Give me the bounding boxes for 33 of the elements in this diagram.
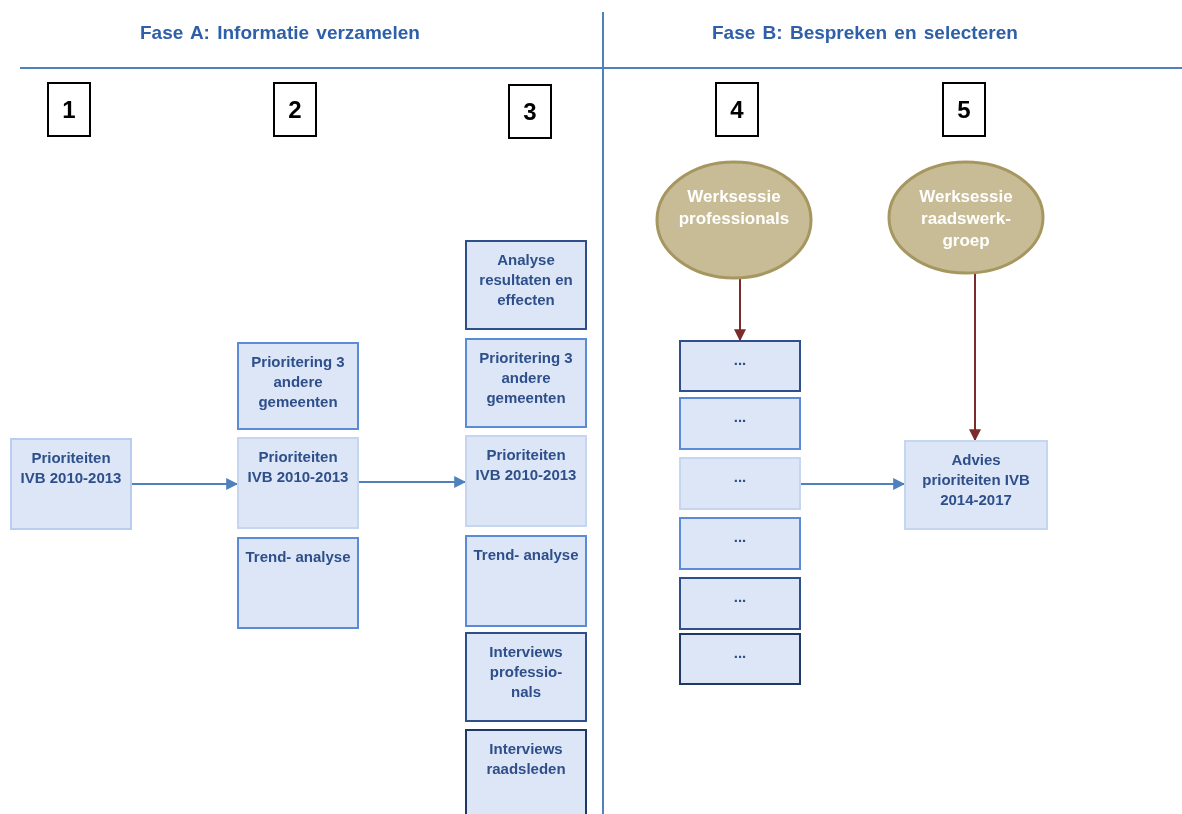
- phase-heading: Fase A: Informatie verzamelen: [140, 22, 420, 44]
- ellipse-label: Werksessie professionals: [677, 186, 791, 230]
- step-number: 4: [715, 82, 759, 137]
- process-box: Prioriteiten IVB 2010-2013: [10, 438, 132, 530]
- session-ellipse: [887, 160, 1045, 275]
- process-box: Prioritering 3 andere gemeenten: [237, 342, 359, 430]
- process-box: ...: [679, 517, 801, 570]
- arrow: [969, 272, 981, 442]
- arrow: [800, 478, 906, 490]
- process-box: Interviews professio- nals: [465, 632, 587, 722]
- process-box: Trend- analyse: [237, 537, 359, 629]
- process-box: ...: [679, 340, 801, 392]
- process-box: ...: [679, 633, 801, 685]
- process-box: Prioritering 3 andere gemeenten: [465, 338, 587, 428]
- process-box: Trend- analyse: [465, 535, 587, 627]
- process-box: Prioriteiten IVB 2010-2013: [465, 435, 587, 527]
- step-number: 5: [942, 82, 986, 137]
- arrow: [131, 478, 239, 490]
- process-box: ...: [679, 457, 801, 510]
- ellipse-label: Werksessie raadswerk- groep: [918, 186, 1014, 252]
- arrow: [358, 476, 467, 488]
- session-ellipse: [655, 160, 813, 280]
- step-number: 2: [273, 82, 317, 137]
- phase-heading: Fase B: Bespreken en selecteren: [712, 22, 1018, 44]
- process-box: Prioriteiten IVB 2010-2013: [237, 437, 359, 529]
- process-box: Advies prioriteiten IVB 2014-2017: [904, 440, 1048, 530]
- process-box: Analyse resultaten en effecten: [465, 240, 587, 330]
- process-box: ...: [679, 577, 801, 630]
- process-box: Interviews raadsleden: [465, 729, 587, 814]
- step-number: 3: [508, 84, 552, 139]
- step-number: 1: [47, 82, 91, 137]
- process-box: ...: [679, 397, 801, 450]
- arrow: [734, 277, 746, 342]
